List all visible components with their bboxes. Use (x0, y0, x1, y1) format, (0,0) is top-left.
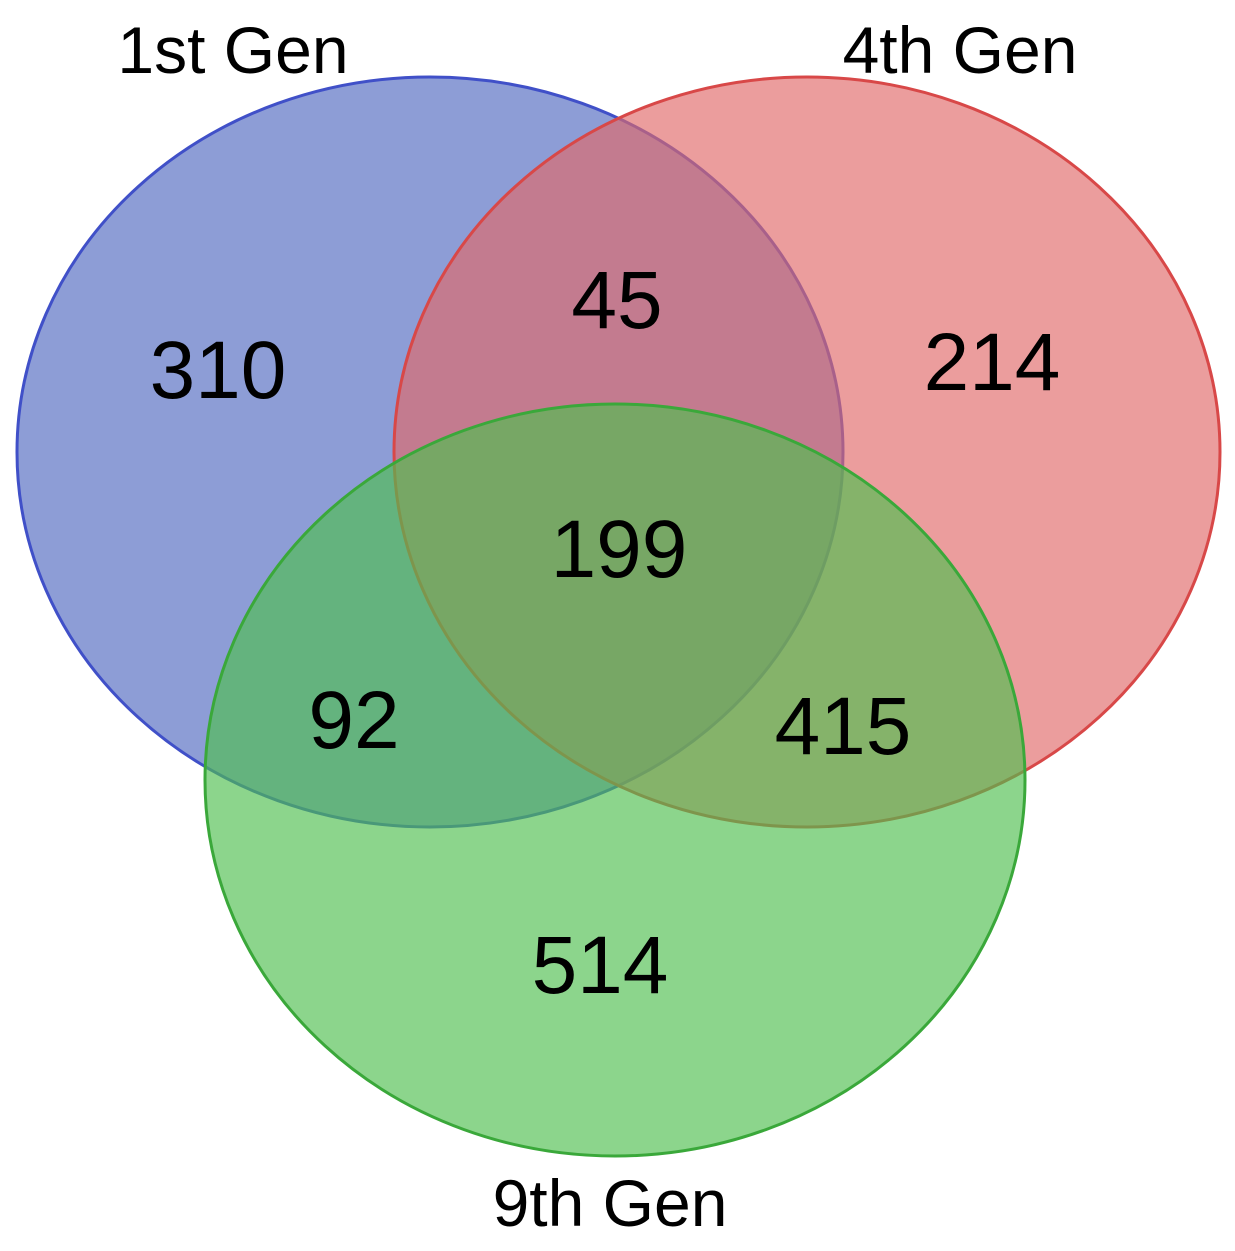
region-count-all-three: 199 (551, 504, 688, 595)
region-count-only-4th: 214 (924, 317, 1061, 408)
region-count-1st-4th: 45 (571, 255, 662, 346)
region-count-only-1st: 310 (150, 325, 287, 416)
set-circle-9th-gen (203, 402, 1027, 1158)
set-label-9th-gen: 9th Gen (493, 1166, 728, 1240)
set-label-4th-gen: 4th Gen (843, 13, 1078, 87)
region-count-4th-9th: 415 (775, 681, 912, 772)
set-label-1st-gen: 1st Gen (117, 13, 348, 87)
region-count-only-9th: 514 (532, 920, 669, 1011)
region-count-1st-9th: 92 (308, 675, 399, 766)
